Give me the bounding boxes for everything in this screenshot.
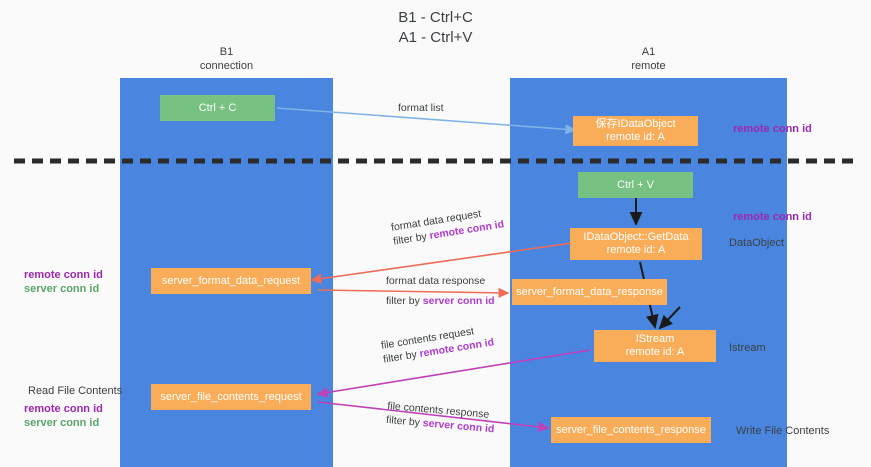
- right-label-remote-conn-id-mid: remote conn id: [733, 211, 812, 223]
- left-label-read-file-contents: Read File Contents: [28, 385, 123, 397]
- column-header-b1-role: connection: [199, 60, 254, 72]
- node-server-format-data-response-label: server_format_data_response: [516, 285, 663, 298]
- node-server-format-data-request-label: server_format_data_request: [161, 274, 301, 287]
- node-server-file-contents-request-label: server_file_contents_request: [160, 390, 302, 403]
- filter-prefix: filter by: [386, 295, 423, 307]
- edge-label-format-data-response-filter: filter by server conn id: [386, 294, 495, 308]
- node-server-file-contents-response-label: server_file_contents_response: [556, 423, 706, 436]
- column-header-a1-name: A1: [641, 46, 656, 58]
- edge-label-file-contents-response: file contents response filter by server …: [386, 399, 497, 436]
- edge-label-format-data-request: format data request filter by remote con…: [390, 203, 505, 248]
- diagram-title: B1 - Ctrl+C A1 - Ctrl+V: [0, 8, 871, 48]
- edge-label-format-list: format list: [398, 102, 444, 114]
- node-server-file-contents-response[interactable]: server_file_contents_response: [551, 417, 711, 443]
- column-header-b1: B1 connection: [120, 45, 333, 73]
- node-istream[interactable]: IStream remote id: A: [594, 330, 716, 362]
- node-getdata-line2: remote id: A: [606, 244, 666, 256]
- column-header-a1: A1 remote: [510, 45, 787, 73]
- column-header-a1-role: remote: [631, 60, 666, 72]
- edge-label-file-contents-request: file contents request filter by remote c…: [380, 321, 495, 366]
- filter-key: server conn id: [422, 295, 495, 307]
- edge-label-format-data-response-main: format data response: [386, 275, 486, 287]
- column-header-b1-name: B1: [219, 46, 234, 58]
- right-label-dataobject: DataObject: [729, 237, 785, 249]
- node-server-file-contents-request[interactable]: server_file_contents_request: [151, 384, 311, 410]
- left-label-remote-conn-id-mid: remote conn id: [24, 269, 103, 281]
- node-dataobject-top-line1: 保存IDataObject: [595, 118, 676, 130]
- node-getdata-line1: IDataObject::GetData: [583, 231, 689, 243]
- right-label-write-file-contents: Write File Contents: [736, 425, 830, 437]
- node-dataobject-top[interactable]: 保存IDataObject remote id: A: [573, 116, 698, 146]
- left-label-remote-conn-id-bottom: remote conn id: [24, 403, 103, 415]
- node-getdata[interactable]: IDataObject::GetData remote id: A: [570, 228, 702, 260]
- node-ctrl-c-label: Ctrl + C: [198, 101, 237, 114]
- right-label-remote-conn-id-top: remote conn id: [733, 123, 812, 135]
- title-line-1: B1 - Ctrl+C: [398, 9, 473, 26]
- node-ctrl-c[interactable]: Ctrl + C: [160, 95, 275, 121]
- filter-prefix: filter by: [385, 413, 424, 430]
- left-label-server-conn-id-mid: server conn id: [24, 283, 100, 295]
- node-istream-line2: remote id: A: [625, 346, 685, 358]
- left-label-server-conn-id-bottom: server conn id: [24, 417, 100, 429]
- node-server-format-data-request[interactable]: server_format_data_request: [151, 268, 311, 294]
- node-server-format-data-response[interactable]: server_format_data_response: [512, 279, 667, 305]
- node-ctrl-v-label: Ctrl + V: [617, 178, 654, 191]
- node-dataobject-top-line2: remote id: A: [606, 131, 665, 143]
- right-label-istream: Istream: [729, 342, 766, 354]
- edge-label-format-data-response: format data response filter by server co…: [386, 274, 495, 308]
- node-istream-line1: IStream: [635, 333, 675, 345]
- title-line-2: A1 - Ctrl+V: [398, 29, 473, 46]
- node-ctrl-v[interactable]: Ctrl + V: [578, 172, 693, 198]
